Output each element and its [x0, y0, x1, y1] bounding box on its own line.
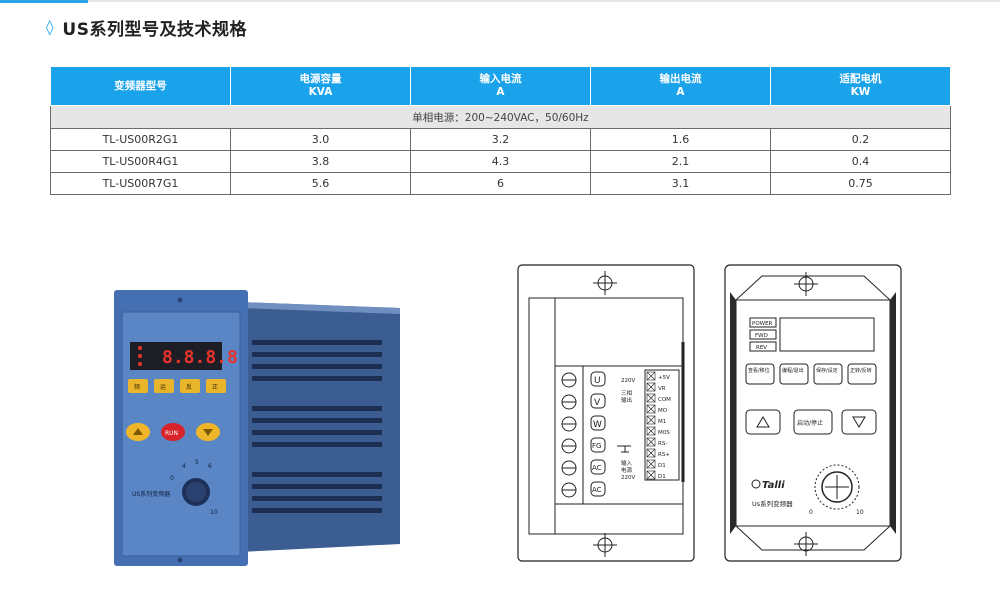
table-row: TL-US00R2G1 3.0 3.2 1.6 0.2: [50, 128, 951, 151]
cell-capacity: 5.6: [230, 172, 411, 195]
dial-tick: 0: [809, 509, 813, 516]
terminal-label: FG: [592, 442, 601, 450]
dial-tick: 4: [182, 463, 186, 470]
indicator-label: FWD: [755, 333, 768, 339]
dial-tick: 10: [856, 509, 864, 516]
diamond-icon: ◊: [46, 17, 54, 36]
device-label: US系列变频器: [132, 490, 170, 498]
svg-text:8.8.8.8: 8.8.8.8: [162, 347, 238, 368]
dial-tick: 6: [208, 463, 212, 470]
cell-motor: 0.2: [770, 128, 951, 151]
terminal-note: 220V: [621, 475, 635, 481]
power-band-text: 单相电源：200~240VAC，50/60Hz: [50, 105, 951, 129]
terminal-note: 电源: [621, 466, 633, 474]
key-label: 保存/设定: [816, 367, 838, 374]
terminal-label: COM: [658, 397, 671, 403]
terminal-label: D1: [658, 463, 666, 469]
key-label: 频: [134, 383, 140, 391]
terminal-label: D1: [658, 474, 666, 480]
table-row: TL-US00R7G1 5.6 6 3.1 0.75: [50, 172, 951, 195]
terminal-side-drawing: U V W FG AC AC 220V 三相 输出 输入 电源 220V +5V…: [517, 264, 695, 562]
terminal-label: V: [594, 398, 601, 408]
brand-logo: Talli: [762, 480, 785, 491]
dial-tick: 0: [170, 475, 174, 482]
key-label: 正: [212, 384, 218, 391]
terminal-label: M1: [658, 419, 666, 425]
cell-output-current: 1.6: [590, 128, 771, 151]
terminal-note: 输出: [621, 396, 632, 404]
top-rule: [0, 0, 1000, 2]
terminal-note: 三相: [621, 389, 633, 397]
key-label: 正转/反转: [850, 367, 872, 374]
dial-tick: 5: [195, 459, 199, 466]
header-model: 变频器型号: [50, 66, 231, 106]
section-title: US系列型号及技术规格: [62, 19, 247, 40]
key-label: 反: [186, 383, 192, 391]
terminal-label: +5V: [658, 375, 670, 381]
terminal-label: MO: [658, 408, 668, 414]
run-key-label: RUN: [165, 430, 178, 437]
terminal-label: RS+: [658, 452, 670, 458]
dial-tick: 10: [210, 509, 218, 516]
indicator-label: REV: [756, 345, 767, 351]
terminal-label: U: [594, 376, 601, 386]
top-rule-accent: [0, 0, 88, 3]
product-photo: 8.8.8.8 频 运 反 正 RUN 0 4 5 6 10 US系列变频器: [114, 290, 400, 566]
terminal-label: AC: [592, 464, 602, 472]
indicator-label: POWER: [752, 321, 773, 327]
terminal-label: W: [593, 420, 602, 430]
cell-capacity: 3.8: [230, 150, 411, 173]
table-row: TL-US00R4G1 3.8 4.3 2.1 0.4: [50, 150, 951, 173]
terminal-note: 输入: [621, 459, 633, 467]
cell-input-current: 4.3: [410, 150, 591, 173]
cell-model: TL-US00R7G1: [50, 172, 231, 195]
cell-motor: 0.4: [770, 150, 951, 173]
cell-capacity: 3.0: [230, 128, 411, 151]
power-band-row: 单相电源：200~240VAC，50/60Hz: [50, 105, 951, 129]
device-name: Us系列变频器: [752, 499, 793, 508]
terminal-label: AC: [592, 486, 602, 494]
cell-model: TL-US00R2G1: [50, 128, 231, 151]
key-label: 查看/移位: [748, 367, 770, 374]
front-panel-drawing: POWER FWD REV 查看/移位 编程/退出 保存/设定 正转/反转 启动…: [724, 264, 902, 562]
cell-input-current: 3.2: [410, 128, 591, 151]
key-label: 运: [160, 383, 166, 391]
center-key-label: 启动/停止: [797, 419, 823, 427]
terminal-label: RS-: [658, 441, 667, 447]
key-label: 编程/退出: [782, 367, 804, 374]
cell-motor: 0.75: [770, 172, 951, 195]
terminal-label: VR: [658, 386, 666, 392]
cell-input-current: 6: [410, 172, 591, 195]
terminal-label: M0S: [658, 430, 670, 436]
cell-output-current: 3.1: [590, 172, 771, 195]
terminal-note: 220V: [621, 378, 635, 384]
cell-model: TL-US00R4G1: [50, 150, 231, 173]
section-heading: ◊ US系列型号及技术规格: [46, 14, 247, 40]
cell-output-current: 2.1: [590, 150, 771, 173]
